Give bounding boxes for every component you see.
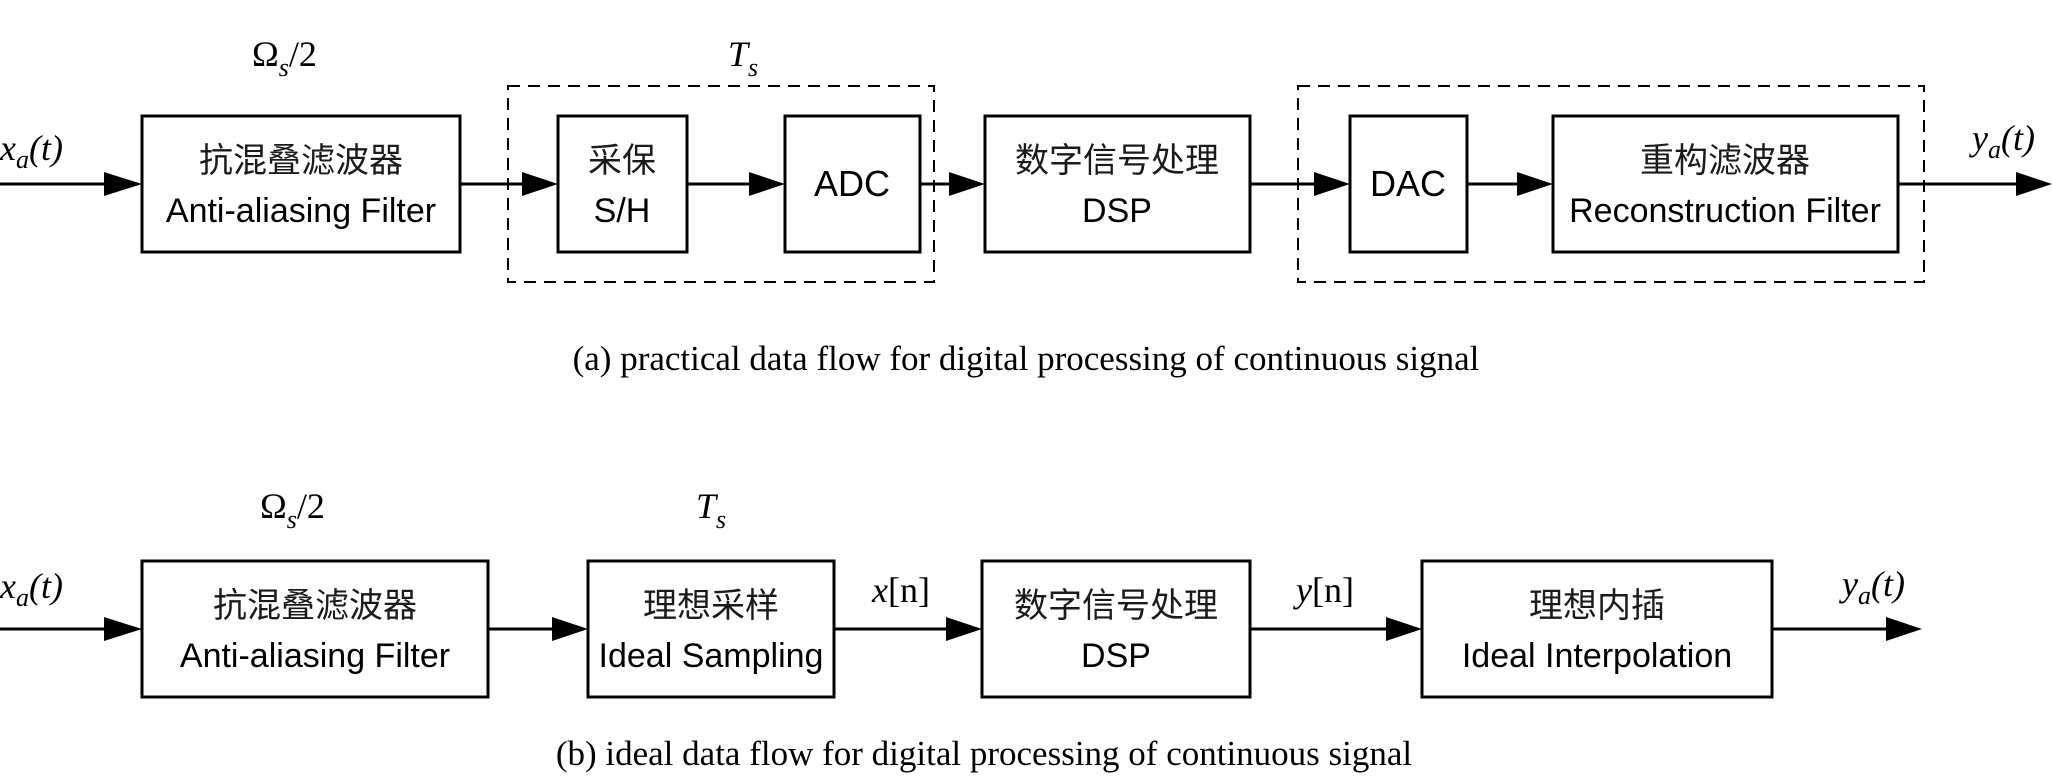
- sequence-y-label: y[n]: [1293, 570, 1354, 610]
- input-signal-label: xa(t): [0, 566, 63, 612]
- arrow-aaf-to-sh: [522, 172, 558, 196]
- sampling-period-label: Ts: [696, 486, 726, 534]
- block-reconstruction-filter: 重构滤波器 Reconstruction Filter: [1551, 114, 1900, 254]
- block-label-en: DSP: [1081, 637, 1151, 675]
- block-label-cn: 数字信号处理: [1014, 586, 1218, 626]
- arrow-adc-to-dsp: [949, 172, 985, 196]
- block-label-en: Anti-aliasing Filter: [180, 637, 450, 675]
- block-label-en: Anti-aliasing Filter: [166, 192, 436, 230]
- arrow-dsp-to-dac: [1314, 172, 1350, 196]
- block-label-en: DAC: [1370, 163, 1446, 204]
- panel-a: 抗混叠滤波器 Anti-aliasing Filter 采保 S/H ADC 数…: [0, 34, 2052, 378]
- arrow-dac-to-rf: [1517, 172, 1553, 196]
- block-label-en: DSP: [1082, 192, 1152, 230]
- block-dac: DAC: [1348, 114, 1469, 254]
- block-dsp: 数字信号处理 DSP: [983, 114, 1252, 254]
- block-ideal-sampling: 理想采样 Ideal Sampling: [586, 559, 836, 699]
- block-label-en: Reconstruction Filter: [1569, 192, 1881, 230]
- block-label-cn: 理想采样: [643, 586, 779, 626]
- arrow-output: [1886, 617, 1922, 641]
- arrow-input-to-aaf: [104, 617, 142, 641]
- block-label-cn: 采保: [588, 141, 656, 181]
- arrow-dsp-to-interp: [1386, 617, 1422, 641]
- block-label-cn: 抗混叠滤波器: [199, 141, 403, 181]
- caption-a: (a) practical data flow for digital proc…: [573, 339, 1480, 378]
- output-signal-label: ya(t): [1839, 564, 1905, 610]
- block-label-en: Ideal Interpolation: [1462, 637, 1732, 675]
- block-label-en: S/H: [594, 192, 651, 230]
- block-label-cn: 抗混叠滤波器: [213, 586, 417, 626]
- block-label-cn: 数字信号处理: [1015, 141, 1219, 181]
- cutoff-frequency-label: Ωs/2: [252, 34, 317, 82]
- arrow-sampling-to-dsp: [946, 617, 982, 641]
- block-label-en: ADC: [814, 163, 890, 204]
- block-sample-hold: 采保 S/H: [556, 114, 689, 254]
- block-dsp: 数字信号处理 DSP: [980, 559, 1252, 699]
- cutoff-frequency-label: Ωs/2: [260, 486, 325, 534]
- block-label-cn: 理想内插: [1529, 586, 1665, 626]
- caption-b: (b) ideal data flow for digital processi…: [556, 734, 1413, 773]
- block-anti-aliasing-filter: 抗混叠滤波器 Anti-aliasing Filter: [140, 559, 490, 699]
- arrow-output: [2016, 172, 2052, 196]
- arrow-aaf-to-sampling: [552, 617, 588, 641]
- block-adc: ADC: [783, 114, 922, 254]
- block-label-cn: 重构滤波器: [1640, 141, 1810, 181]
- sampling-period-label: Ts: [728, 34, 758, 82]
- panel-b: 抗混叠滤波器 Anti-aliasing Filter 理想采样 Ideal S…: [0, 486, 1922, 773]
- sequence-x-label: x[n]: [871, 570, 930, 610]
- block-label-en: Ideal Sampling: [599, 637, 824, 675]
- arrow-sh-to-adc: [749, 172, 785, 196]
- block-ideal-interpolation: 理想内插 Ideal Interpolation: [1420, 559, 1774, 699]
- block-anti-aliasing-filter: 抗混叠滤波器 Anti-aliasing Filter: [140, 114, 462, 254]
- input-signal-label: xa(t): [0, 128, 63, 174]
- output-signal-label: ya(t): [1969, 118, 2035, 164]
- arrow-input-to-aaf: [104, 172, 142, 196]
